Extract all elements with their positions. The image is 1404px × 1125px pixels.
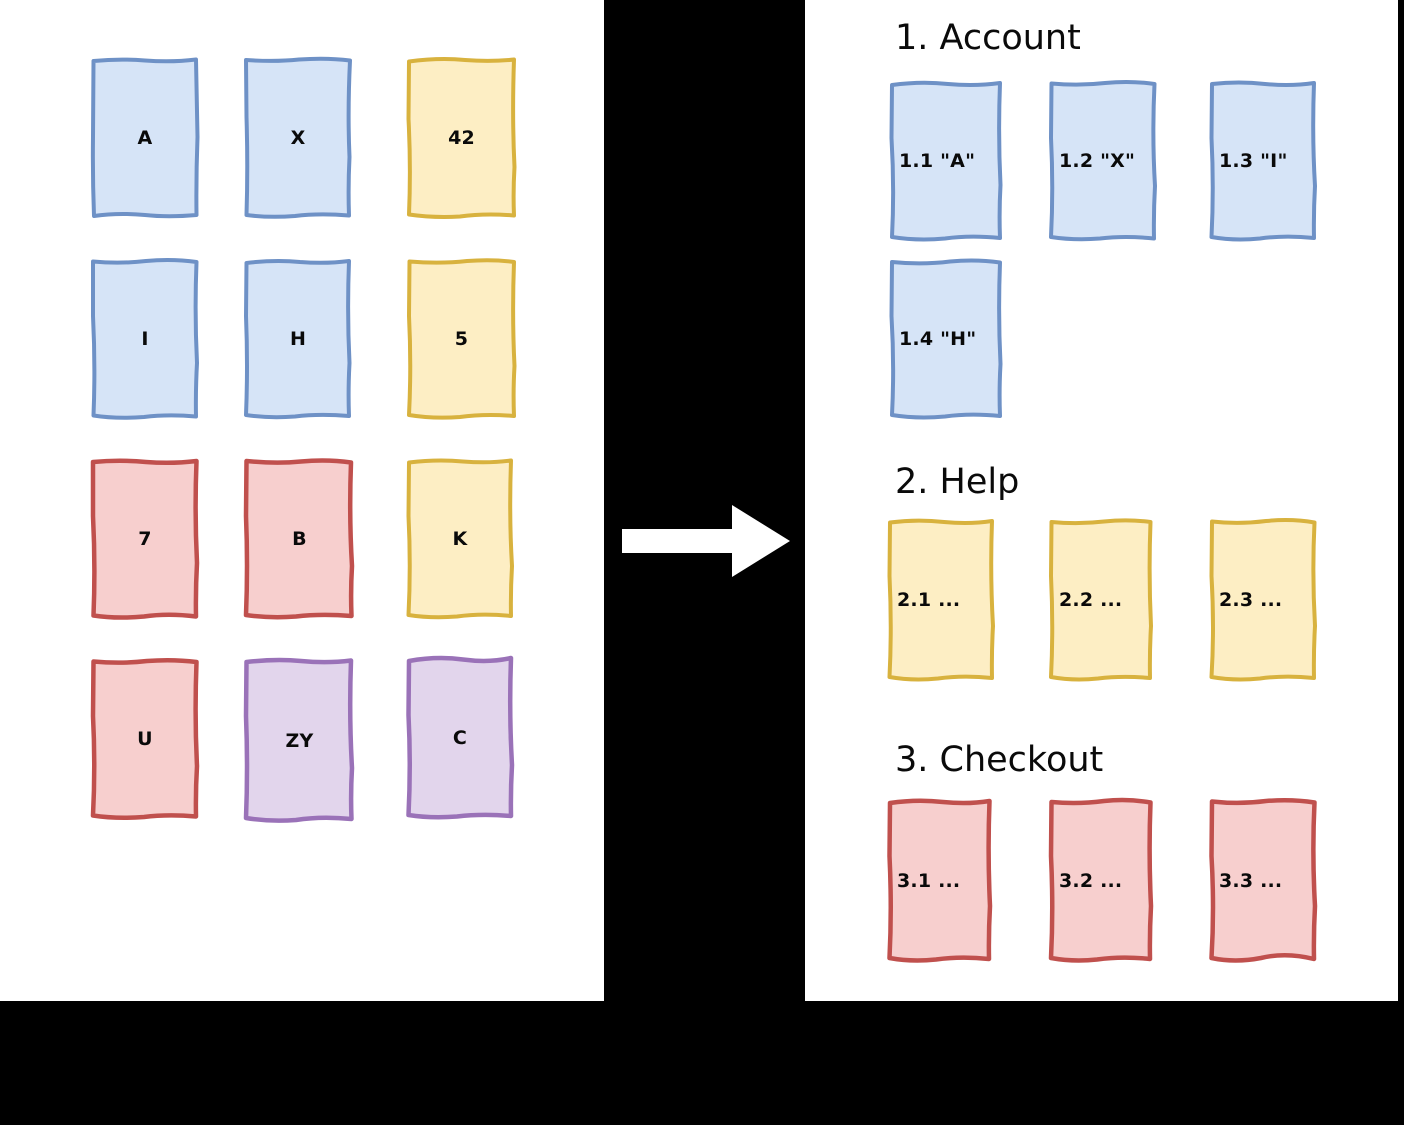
- card-label: 3.1 ...: [897, 869, 961, 892]
- card-label: A: [137, 127, 153, 149]
- group-card-1-3[interactable]: 1.3 "I": [1208, 80, 1318, 242]
- group-card-3-3[interactable]: 3.3 ...: [1208, 798, 1318, 963]
- card-label: 2.2 ...: [1059, 589, 1123, 611]
- section-heading-checkout: 3. Checkout: [895, 740, 1104, 780]
- card-label: C: [452, 726, 468, 749]
- sorted-groups-panel: 1. Account 1.1 "A" 1.2 "X" 1.3 "I" 1.4 "…: [805, 0, 1398, 1001]
- sticky-note-shape: [406, 57, 517, 219]
- card-label: X: [290, 127, 306, 149]
- sticky-note-shape: [1049, 79, 1157, 242]
- sticky-note-shape: [1209, 798, 1318, 963]
- card-label: ZY: [285, 729, 314, 752]
- card-label: H: [289, 328, 307, 350]
- card-label: 3.2 ...: [1059, 869, 1123, 892]
- sticky-note-shape: [243, 458, 355, 620]
- group-card-3-1[interactable]: 3.1 ...: [886, 798, 993, 963]
- card-A[interactable]: A: [90, 57, 200, 219]
- group-card-2-2[interactable]: 2.2 ...: [1048, 518, 1154, 682]
- sticky-note-shape: [90, 458, 200, 620]
- card-label: 2.1 ...: [897, 589, 961, 611]
- card-label: U: [137, 728, 153, 750]
- sticky-note-shape: [1209, 518, 1317, 682]
- card-label: 1.3 "I": [1219, 150, 1288, 172]
- card-42[interactable]: 42: [405, 57, 518, 219]
- group-card-1-4[interactable]: 1.4 "H": [888, 258, 1004, 420]
- right-arrow-glyph: [622, 505, 790, 577]
- sticky-note-shape: [887, 798, 993, 963]
- sticky-note-shape: [244, 258, 352, 420]
- card-C[interactable]: C: [405, 655, 515, 820]
- sticky-note-shape: [406, 655, 515, 820]
- section-heading-help: 2. Help: [895, 462, 1020, 502]
- group-card-2-3[interactable]: 2.3 ...: [1208, 518, 1318, 682]
- card-label: 1.1 "A": [899, 150, 976, 172]
- group-card-1-2[interactable]: 1.2 "X": [1048, 79, 1158, 242]
- card-label: 1.4 "H": [899, 328, 977, 350]
- sticky-note-shape: [887, 518, 995, 682]
- card-K[interactable]: K: [405, 458, 515, 620]
- group-card-1-1[interactable]: 1.1 "A": [888, 80, 1004, 242]
- card-label: 2.3 ...: [1219, 589, 1283, 611]
- right-arrow-icon: [622, 505, 790, 577]
- card-ZY[interactable]: ZY: [243, 657, 356, 823]
- card-label: 7: [138, 528, 152, 550]
- card-label: 5: [454, 328, 469, 350]
- card-label: I: [141, 328, 149, 350]
- sticky-note-shape: [90, 57, 200, 219]
- sticky-note-shape: [90, 657, 200, 820]
- card-X[interactable]: X: [243, 56, 353, 219]
- card-label: 42: [448, 127, 475, 149]
- group-card-2-1[interactable]: 2.1 ...: [886, 518, 996, 682]
- sticky-note-shape: [1209, 80, 1317, 242]
- sticky-note-shape: [889, 258, 1003, 420]
- card-U[interactable]: U: [90, 657, 200, 820]
- sticky-note-shape: [406, 458, 514, 620]
- sticky-note-shape: [407, 258, 517, 420]
- unsorted-cards-panel: A X 42 I H 5 7: [0, 0, 604, 1001]
- sticky-note-shape: [91, 257, 199, 420]
- card-label: K: [452, 528, 468, 550]
- card-B[interactable]: B: [243, 458, 356, 620]
- sticky-note-shape: [243, 657, 355, 823]
- sticky-note-shape: [889, 80, 1003, 242]
- card-label: 3.3 ...: [1219, 869, 1283, 892]
- group-card-3-2[interactable]: 3.2 ...: [1048, 797, 1154, 963]
- sticky-note-shape: [1049, 518, 1153, 682]
- card-7[interactable]: 7: [90, 458, 200, 620]
- card-label: B: [292, 528, 307, 550]
- section-heading-account: 1. Account: [895, 18, 1081, 58]
- card-5[interactable]: 5: [405, 258, 518, 420]
- card-H[interactable]: H: [243, 258, 353, 420]
- card-label: 1.2 "X": [1059, 150, 1136, 172]
- sticky-note-shape: [1048, 797, 1154, 963]
- card-I[interactable]: I: [90, 257, 200, 420]
- sticky-note-shape: [244, 56, 352, 219]
